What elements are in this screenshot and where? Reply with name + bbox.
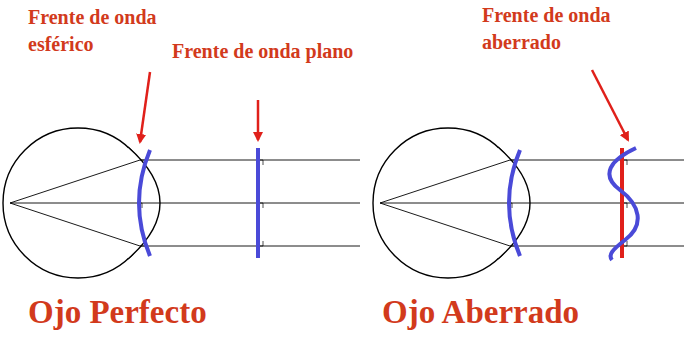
aberrated-wavefront (609, 148, 637, 260)
perfect-eye (3, 128, 360, 278)
eye-title: Ojo Aberrado (382, 290, 682, 335)
wavefront-label: Frente de onda esférico (28, 4, 178, 58)
pointer-arrow (140, 72, 150, 142)
wavefront-label: Frente de onda plano (172, 38, 432, 65)
wavefront-label: Frente de onda aberrado (482, 2, 632, 56)
spherical-wavefront (139, 150, 150, 256)
pointer-arrow (257, 100, 260, 140)
pointer-arrow (592, 70, 628, 140)
spherical-wavefront (509, 150, 520, 256)
eye-title: Ojo Perfecto (28, 290, 328, 335)
aberrated-eye (373, 128, 684, 278)
plane-wavefront (256, 148, 260, 258)
